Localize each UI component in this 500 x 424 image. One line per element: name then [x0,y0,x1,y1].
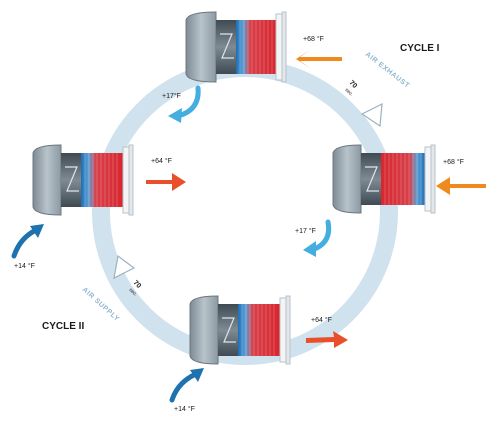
airflow-arrow-icon [303,241,316,257]
airflow-arrow-icon [190,368,204,382]
airflow-arrow-icon [30,224,44,238]
timer-unit: sec. [344,87,355,98]
airflow-arrow-icon [168,108,182,123]
airflow-arrow-icon [11,227,39,259]
ventilation-unit-right [332,144,436,214]
airflow-arrow-icon [306,331,348,348]
ventilation-unit-top [185,11,287,83]
cycle-2-label: CYCLE II [42,321,84,332]
air-exhaust-label: AIR EXHAUST [364,51,411,90]
ventilation-unit-icon [185,11,217,83]
temp-bottom-in: +14 °F [174,405,195,413]
cycle-1-label: CYCLE I [400,43,440,54]
timer-value: 70 [348,79,359,90]
timer-triangle-icon [113,254,136,280]
temp-top-out: +17°F [162,92,181,100]
airflow-arrow-icon [169,371,199,403]
ventilation-unit-icon [32,144,62,216]
ventilation-unit-icon [189,295,219,365]
temp-left-out: +64 °F [151,157,172,165]
ventilation-unit-icon [332,144,362,214]
temp-top-in: +68 °F [303,35,324,43]
temp-right-in: +68 °F [443,158,464,166]
timer-triangle-icon [360,102,383,128]
airflow-arrow-icon [146,173,186,191]
airflow-arrow-icon [436,177,486,195]
temp-right-out: +17 °F [295,227,316,235]
timer-value: 70 [132,279,143,290]
ventilation-unit-left [32,144,134,216]
ventilation-unit-bottom [189,295,291,365]
temp-bottom-out: +64 °F [311,316,332,324]
temp-left-in: +14 °F [14,262,35,270]
timer-unit: sec. [128,287,139,298]
airflow-arrow-icon [296,50,342,68]
